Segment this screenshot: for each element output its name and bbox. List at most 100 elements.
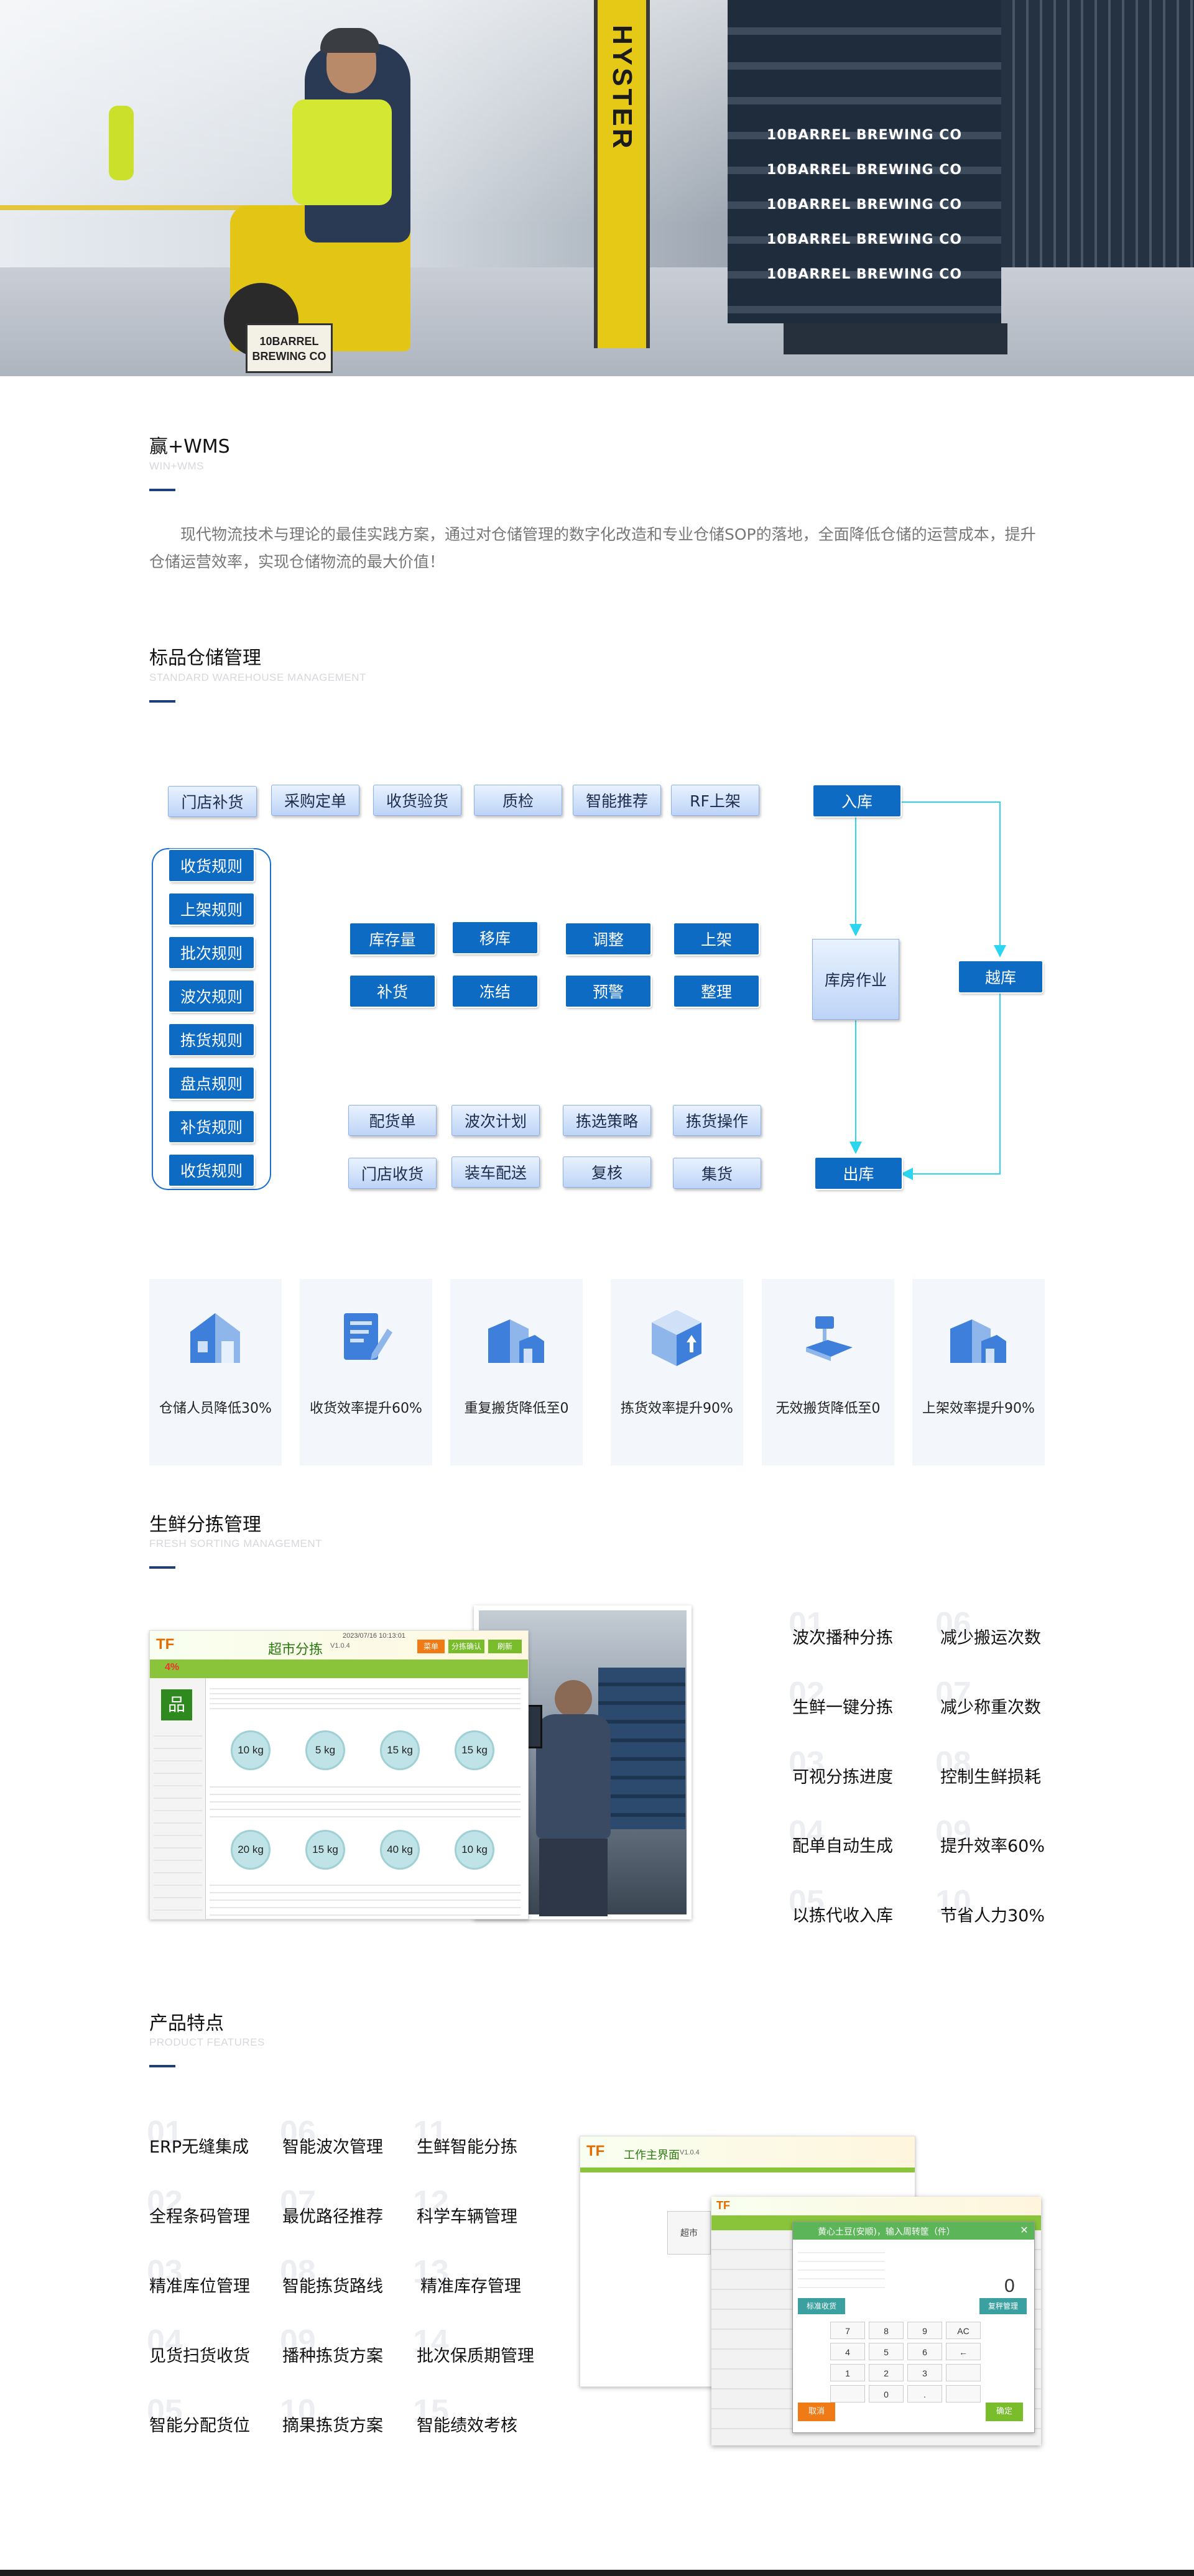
product-feature: 摘果拣货方案 (282, 2416, 383, 2435)
benefit-card: 无效搬货降低至0 (762, 1279, 894, 1466)
fresh-feature: 减少称重次数 (940, 1698, 1041, 1717)
weight-badge: 40 kg (380, 1830, 420, 1870)
fresh-feature: 波次播种分拣 (792, 1628, 893, 1648)
weight-value: 15 kg (312, 1844, 338, 1855)
fresh-feature: 生鲜一键分拣 (792, 1698, 893, 1717)
keypad-key[interactable]: AC (946, 2322, 981, 2339)
pick-load-deliver: 装车配送 (451, 1156, 540, 1188)
dialog-confirm-button[interactable]: 确定 (986, 2403, 1023, 2421)
pick-store-receive: 门店收货 (348, 1158, 437, 1189)
mast-label: HYSTER (607, 25, 637, 151)
product-feature: 科学车辆管理 (417, 2207, 517, 2227)
rule-receiving-2: 收货规则 (168, 1153, 255, 1187)
pallet-label: 10BARREL BREWING CO (766, 162, 963, 178)
product-feature: 全程条码管理 (149, 2207, 250, 2227)
intro-title-bar (149, 489, 175, 491)
dialog-close-icon[interactable]: ✕ (1020, 2225, 1029, 2236)
feature-number: 10 (280, 2393, 316, 2429)
keypad-key[interactable]: . (907, 2385, 942, 2403)
hero-driver-vest (292, 99, 392, 205)
rule-batch: 批次规则 (168, 936, 255, 969)
feature-number: 08 (280, 2254, 316, 2290)
pick-recheck: 复核 (563, 1156, 651, 1188)
keypad-key[interactable]: 9 (907, 2322, 942, 2339)
weight-badge: 15 kg (455, 1730, 494, 1770)
keypad-key[interactable]: 6 (907, 2343, 942, 2360)
keypad-key[interactable]: 4 (830, 2343, 865, 2360)
dialog-green-button-a[interactable]: 标准收货 (798, 2298, 845, 2314)
feature-number: 09 (280, 2324, 316, 2360)
weight-badge: 15 kg (380, 1730, 420, 1770)
factory-icon (950, 1319, 1006, 1363)
weight-badge: 10 kg (455, 1830, 494, 1870)
feature-number: 03 (147, 2254, 183, 2290)
keypad-key[interactable]: 0 (869, 2385, 904, 2403)
feature-number: 13 (413, 2254, 449, 2290)
box-upload-icon (652, 1310, 701, 1366)
warehouse-icon (190, 1313, 240, 1363)
benefit-label: 上架效率提升90% (922, 1401, 1035, 1416)
keypad-key[interactable]: 8 (869, 2322, 904, 2339)
op-organize: 整理 (673, 974, 760, 1008)
dialog-green-button-b[interactable]: 复秤管理 (979, 2298, 1027, 2314)
weight-value: 40 kg (387, 1844, 413, 1855)
keypad-key[interactable]: 5 (869, 2343, 904, 2360)
pick-consolidate: 集货 (673, 1158, 761, 1189)
product-feature: 智能分配货位 (149, 2416, 250, 2435)
hero-driver-cap (320, 28, 379, 53)
keypad-key[interactable]: 1 (830, 2364, 865, 2381)
forklift-plate-text: 10BARREL BREWING CO (252, 335, 326, 362)
op-adjust: 调整 (565, 922, 652, 956)
product-feature: 批次保质期管理 (417, 2347, 534, 2366)
benefit-card: 拣货效率提升90% (611, 1279, 743, 1466)
product-feature: 精准库位管理 (149, 2277, 250, 2296)
feature-number: 05 (789, 1884, 825, 1920)
fresh-refresh-button[interactable]: 刷新 (488, 1640, 522, 1653)
hero-forklift-mast: HYSTER (594, 0, 650, 348)
keypad-key[interactable]: ← (946, 2343, 981, 2360)
pick-operation: 拣货操作 (673, 1105, 761, 1136)
flow-inbound: 入库 (812, 784, 902, 818)
dialog-title: 黄心土豆(安顺)，输入周转筐（件） (818, 2227, 955, 2237)
product-feature: 最优路径推荐 (282, 2207, 383, 2227)
fresh-app-date: 2023/07/16 10:13:01 (343, 1632, 405, 1640)
product-title-bar (149, 2065, 175, 2067)
keypad-key[interactable]: 3 (907, 2364, 942, 2381)
keypad-key[interactable] (830, 2385, 865, 2403)
feature-number: 06 (935, 1606, 971, 1642)
flow-quality-check: 质检 (474, 785, 562, 816)
rules-group-frame (152, 848, 271, 1190)
weight-value: 10 kg (238, 1744, 264, 1756)
main-tile[interactable]: 超市 (667, 2211, 711, 2255)
pallet-label: 10BARREL BREWING CO (766, 127, 963, 143)
hero-wall-stripe (0, 205, 261, 210)
bottom-bar (0, 2570, 1194, 2576)
benefit-label: 收货效率提升60% (310, 1401, 422, 1416)
op-replenish: 补货 (349, 974, 436, 1008)
fresh-app-title: 超市分拣 (268, 1642, 323, 1658)
benefit-label: 重复搬货降低至0 (464, 1401, 569, 1416)
fresh-title-bar (149, 1566, 175, 1569)
op-move: 移库 (451, 921, 539, 954)
standard-title-bar (149, 700, 175, 703)
product-feature: 精准库存管理 (420, 2277, 521, 2296)
fresh-confirm-button[interactable]: 分拣确认 (448, 1640, 484, 1653)
keypad-key[interactable]: 2 (869, 2364, 904, 2381)
fresh-menu-button[interactable]: 菜单 (417, 1640, 445, 1653)
keypad-key[interactable] (946, 2364, 981, 2381)
feature-number: 09 (935, 1814, 971, 1850)
dialog-cancel-button[interactable]: 取消 (798, 2403, 835, 2421)
main-window-title: 工作主界面 (624, 2149, 680, 2162)
pallet-label: 10BARREL BREWING CO (766, 232, 963, 247)
benefit-card: 仓储人员降低30% (149, 1279, 282, 1466)
keypad-key[interactable]: 7 (830, 2322, 865, 2339)
feature-number: 04 (789, 1814, 825, 1850)
product-feature: 智能绩效考核 (417, 2416, 517, 2435)
op-freeze: 冻结 (451, 974, 539, 1008)
rule-picking: 拣货规则 (168, 1023, 255, 1056)
clipboard-pen-icon (344, 1313, 392, 1360)
product-title: 产品特点 (149, 2013, 224, 2034)
keypad-key[interactable] (946, 2385, 981, 2403)
weight-value: 15 kg (461, 1744, 488, 1756)
product-feature: 见货扫货收货 (149, 2347, 250, 2366)
